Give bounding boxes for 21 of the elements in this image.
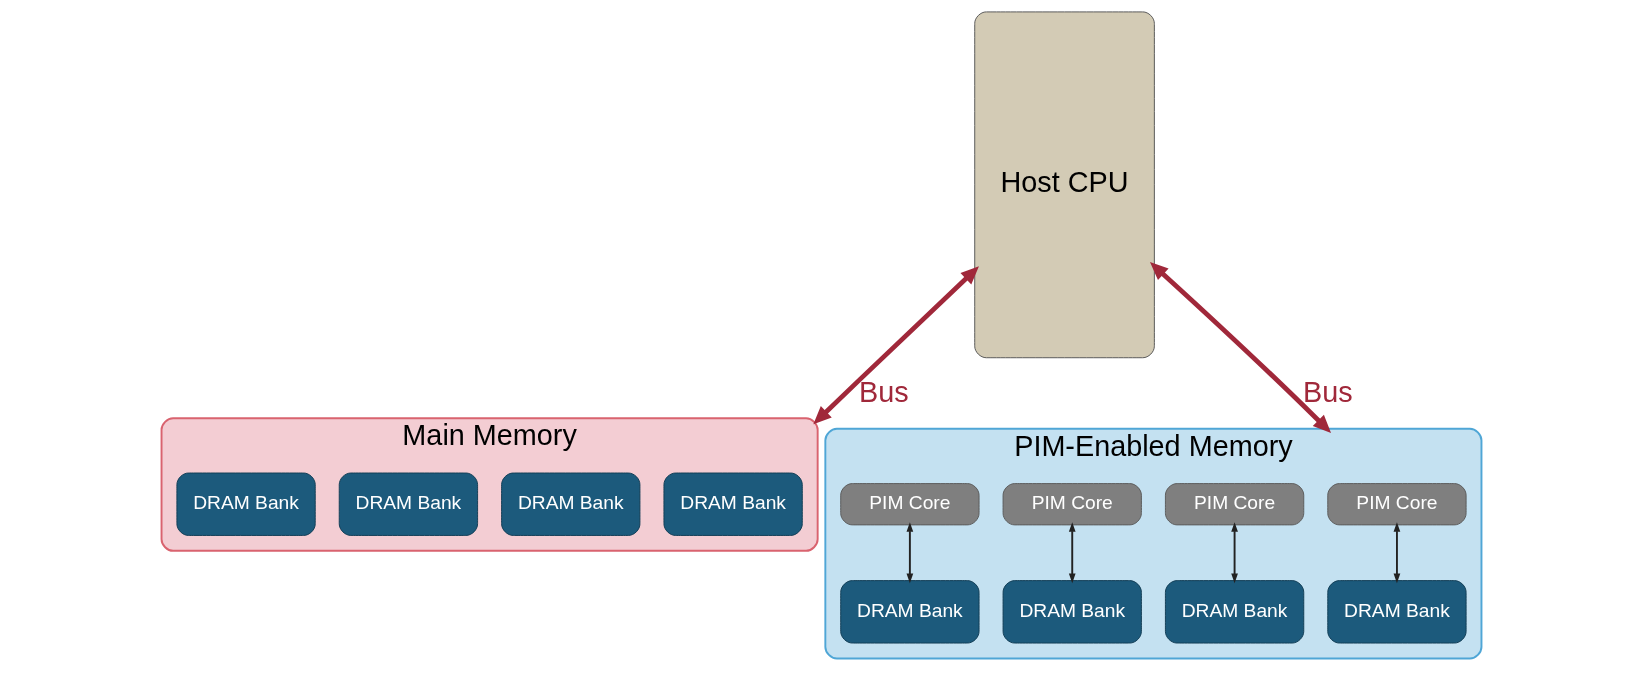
node-box: PIM Core bbox=[1002, 483, 1142, 526]
node-box: Host CPU bbox=[974, 11, 1155, 359]
node-box: DRAM Bank bbox=[1164, 580, 1305, 644]
node-box: PIM Core bbox=[1327, 483, 1467, 526]
arrow bbox=[1068, 522, 1076, 584]
arrow bbox=[1149, 262, 1332, 434]
arrow bbox=[1393, 522, 1401, 584]
arrow bbox=[1231, 522, 1238, 584]
node-box: PIM Core bbox=[840, 483, 980, 526]
arrow bbox=[906, 522, 914, 584]
node-box: DRAM Bank bbox=[501, 472, 641, 536]
node-box: DRAM Bank bbox=[840, 580, 980, 644]
node-box: DRAM Bank bbox=[1002, 580, 1142, 644]
node-box: DRAM Bank bbox=[338, 472, 479, 536]
arrow bbox=[813, 266, 979, 425]
node-box: DRAM Bank bbox=[176, 472, 316, 536]
edge-label: Bus bbox=[1302, 375, 1353, 408]
node-box: PIM Core bbox=[1164, 483, 1305, 526]
node-box: DRAM Bank bbox=[1327, 580, 1467, 644]
edge-label: Bus bbox=[859, 375, 909, 408]
node-box: DRAM Bank bbox=[663, 472, 803, 536]
